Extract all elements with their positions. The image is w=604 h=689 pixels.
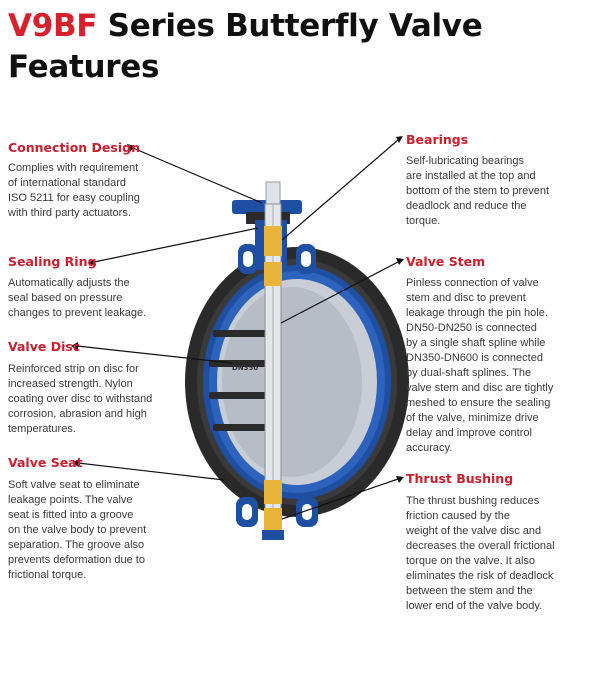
valve-disc-text: Reinforced strip on disc for increased s… [8,362,152,437]
disc-strip [213,330,277,337]
text-line: by dual-shaft splines. The [406,367,532,379]
valve-seat-text: Soft valve seat to eliminate leakage poi… [8,478,146,583]
text-line: Automatically adjusts the [8,277,130,289]
text-line: corrosion, abrasion and high [8,408,147,420]
text-line: DN350-DN600 is connected [406,352,543,364]
valve-seat-heading: Valve Seat [8,455,83,470]
disc-marking: DN350 [232,364,258,372]
valve-disc-shade [222,287,362,477]
connection-design-text: Complies with requirement of internation… [8,161,140,221]
text-line: Reinforced strip on disc for [8,363,139,375]
text-line: DN50-DN250 is connected [406,322,537,334]
text-line: stem and disc to prevent [406,292,526,304]
text-line: lower end of the valve body. [406,600,543,612]
disc-strip [213,424,277,431]
text-line: prevents deformation due to [8,554,145,566]
text-line: Self-lubricating bearings [406,155,525,167]
title-rest: Series Butterfly Valve [97,8,483,44]
text-line: weight of the valve disc and [406,525,542,537]
arrow-valve-seat [72,459,79,467]
valve-stem-heading: Valve Stem [406,254,486,269]
arrow-thrust-bushing [396,476,404,483]
text-line: deadlock and reduce the [406,200,527,212]
text-line: friction caused by the [406,510,510,522]
text-line: Soft valve seat to eliminate [8,479,140,491]
text-line: on the valve body to prevent [8,524,147,536]
leader-bearings [281,139,399,241]
text-line: separation. The groove also [8,539,145,551]
sealing-ring-text: Automatically adjusts the seal based on … [8,276,146,321]
text-line: are installed at the top and [406,170,536,182]
brand-name: V9BF [8,8,98,44]
stem-top-tip [265,181,281,205]
text-line: torque. [406,215,441,227]
text-line: decreases the overall frictional [406,540,555,552]
lug-bottom-right-hole [302,504,312,520]
leader-valve-stem [280,261,399,324]
text-line: The thrust bushing reduces [406,495,540,507]
text-line: accuracy. [406,442,453,454]
title-line-2: Features [8,49,160,85]
disc-strip [209,392,277,399]
leader-connection-design [132,147,263,204]
text-line: valve stem and disc are tightly [406,382,554,394]
arrow-connection-design [127,144,135,152]
top-neck-lugs [238,244,316,274]
connection-design-heading: Connection Design [8,140,140,155]
leader-arrows [71,136,404,483]
text-line: between the stem and the [406,585,533,597]
arrow-valve-disc [71,342,78,350]
text-line: frictional torque. [8,569,87,581]
text-line: seal based on pressure [8,292,123,304]
text-line: of international standard [8,177,127,189]
valve-disc-heading: Valve Disc [8,339,81,354]
thrust-bushing-text: The thrust bushing reduces friction caus… [406,494,555,614]
bottom-cap [262,530,284,540]
lug-right-hole [301,251,311,267]
text-line: leakage through the pin hole. [406,307,548,319]
leader-valve-seat [77,462,225,481]
lug-bottom-left-hole [242,504,252,520]
text-line: Complies with requirement [8,162,139,174]
text-line: coating over disc to withstand [8,393,153,405]
text-line: with third party actuators. [8,207,131,219]
text-line: bottom of the stem to prevent [406,185,550,197]
text-line: temperatures. [8,423,76,435]
title-line-1: V9BF Series Butterfly Valve [8,6,483,47]
arrow-sealing-ring [88,259,96,266]
text-line: of the valve, minimize drive [406,412,539,424]
text-line: ISO 5211 for easy coupling [8,192,140,204]
bottom-lugs [236,497,318,527]
page-title: V9BF Series Butterfly Valve Features [8,6,483,88]
text-line: torque on the valve. It also [406,555,536,567]
text-line: seat is fitted into a groove [8,509,134,521]
lower-bearing [264,480,282,504]
thrust-bushing [264,508,282,530]
leader-lines [76,139,399,520]
text-line: Pinless connection of valve [406,277,539,289]
bearings-heading: Bearings [406,132,469,147]
arrow-bearings [396,136,403,143]
leader-valve-disc [76,345,233,364]
text-line: eliminates the risk of deadlock [406,570,554,582]
thrust-bushing-heading: Thrust Bushing [406,471,514,486]
bearings-text: Self-lubricating bearings are installed … [406,154,549,229]
lug-left-hole [243,251,253,267]
text-line: increased strength. Nylon [8,378,133,390]
upper-bearing [264,262,282,286]
text-line: meshed to ensure the sealing [406,397,551,409]
top-bearing [264,226,282,256]
leader-sealing-ring [93,227,259,263]
sealing-ring-heading: Sealing Ring [8,254,97,269]
leader-thrust-bushing [281,478,399,520]
valve-stem-text: Pinless connection of valve stem and dis… [406,276,553,456]
text-line: by a single shaft spline while [406,337,546,349]
text-line: changes to prevent leakage. [8,307,147,319]
arrow-valve-stem [396,258,404,265]
text-line: leakage points. The valve [8,494,133,506]
text-line: delay and improve control [406,427,532,439]
